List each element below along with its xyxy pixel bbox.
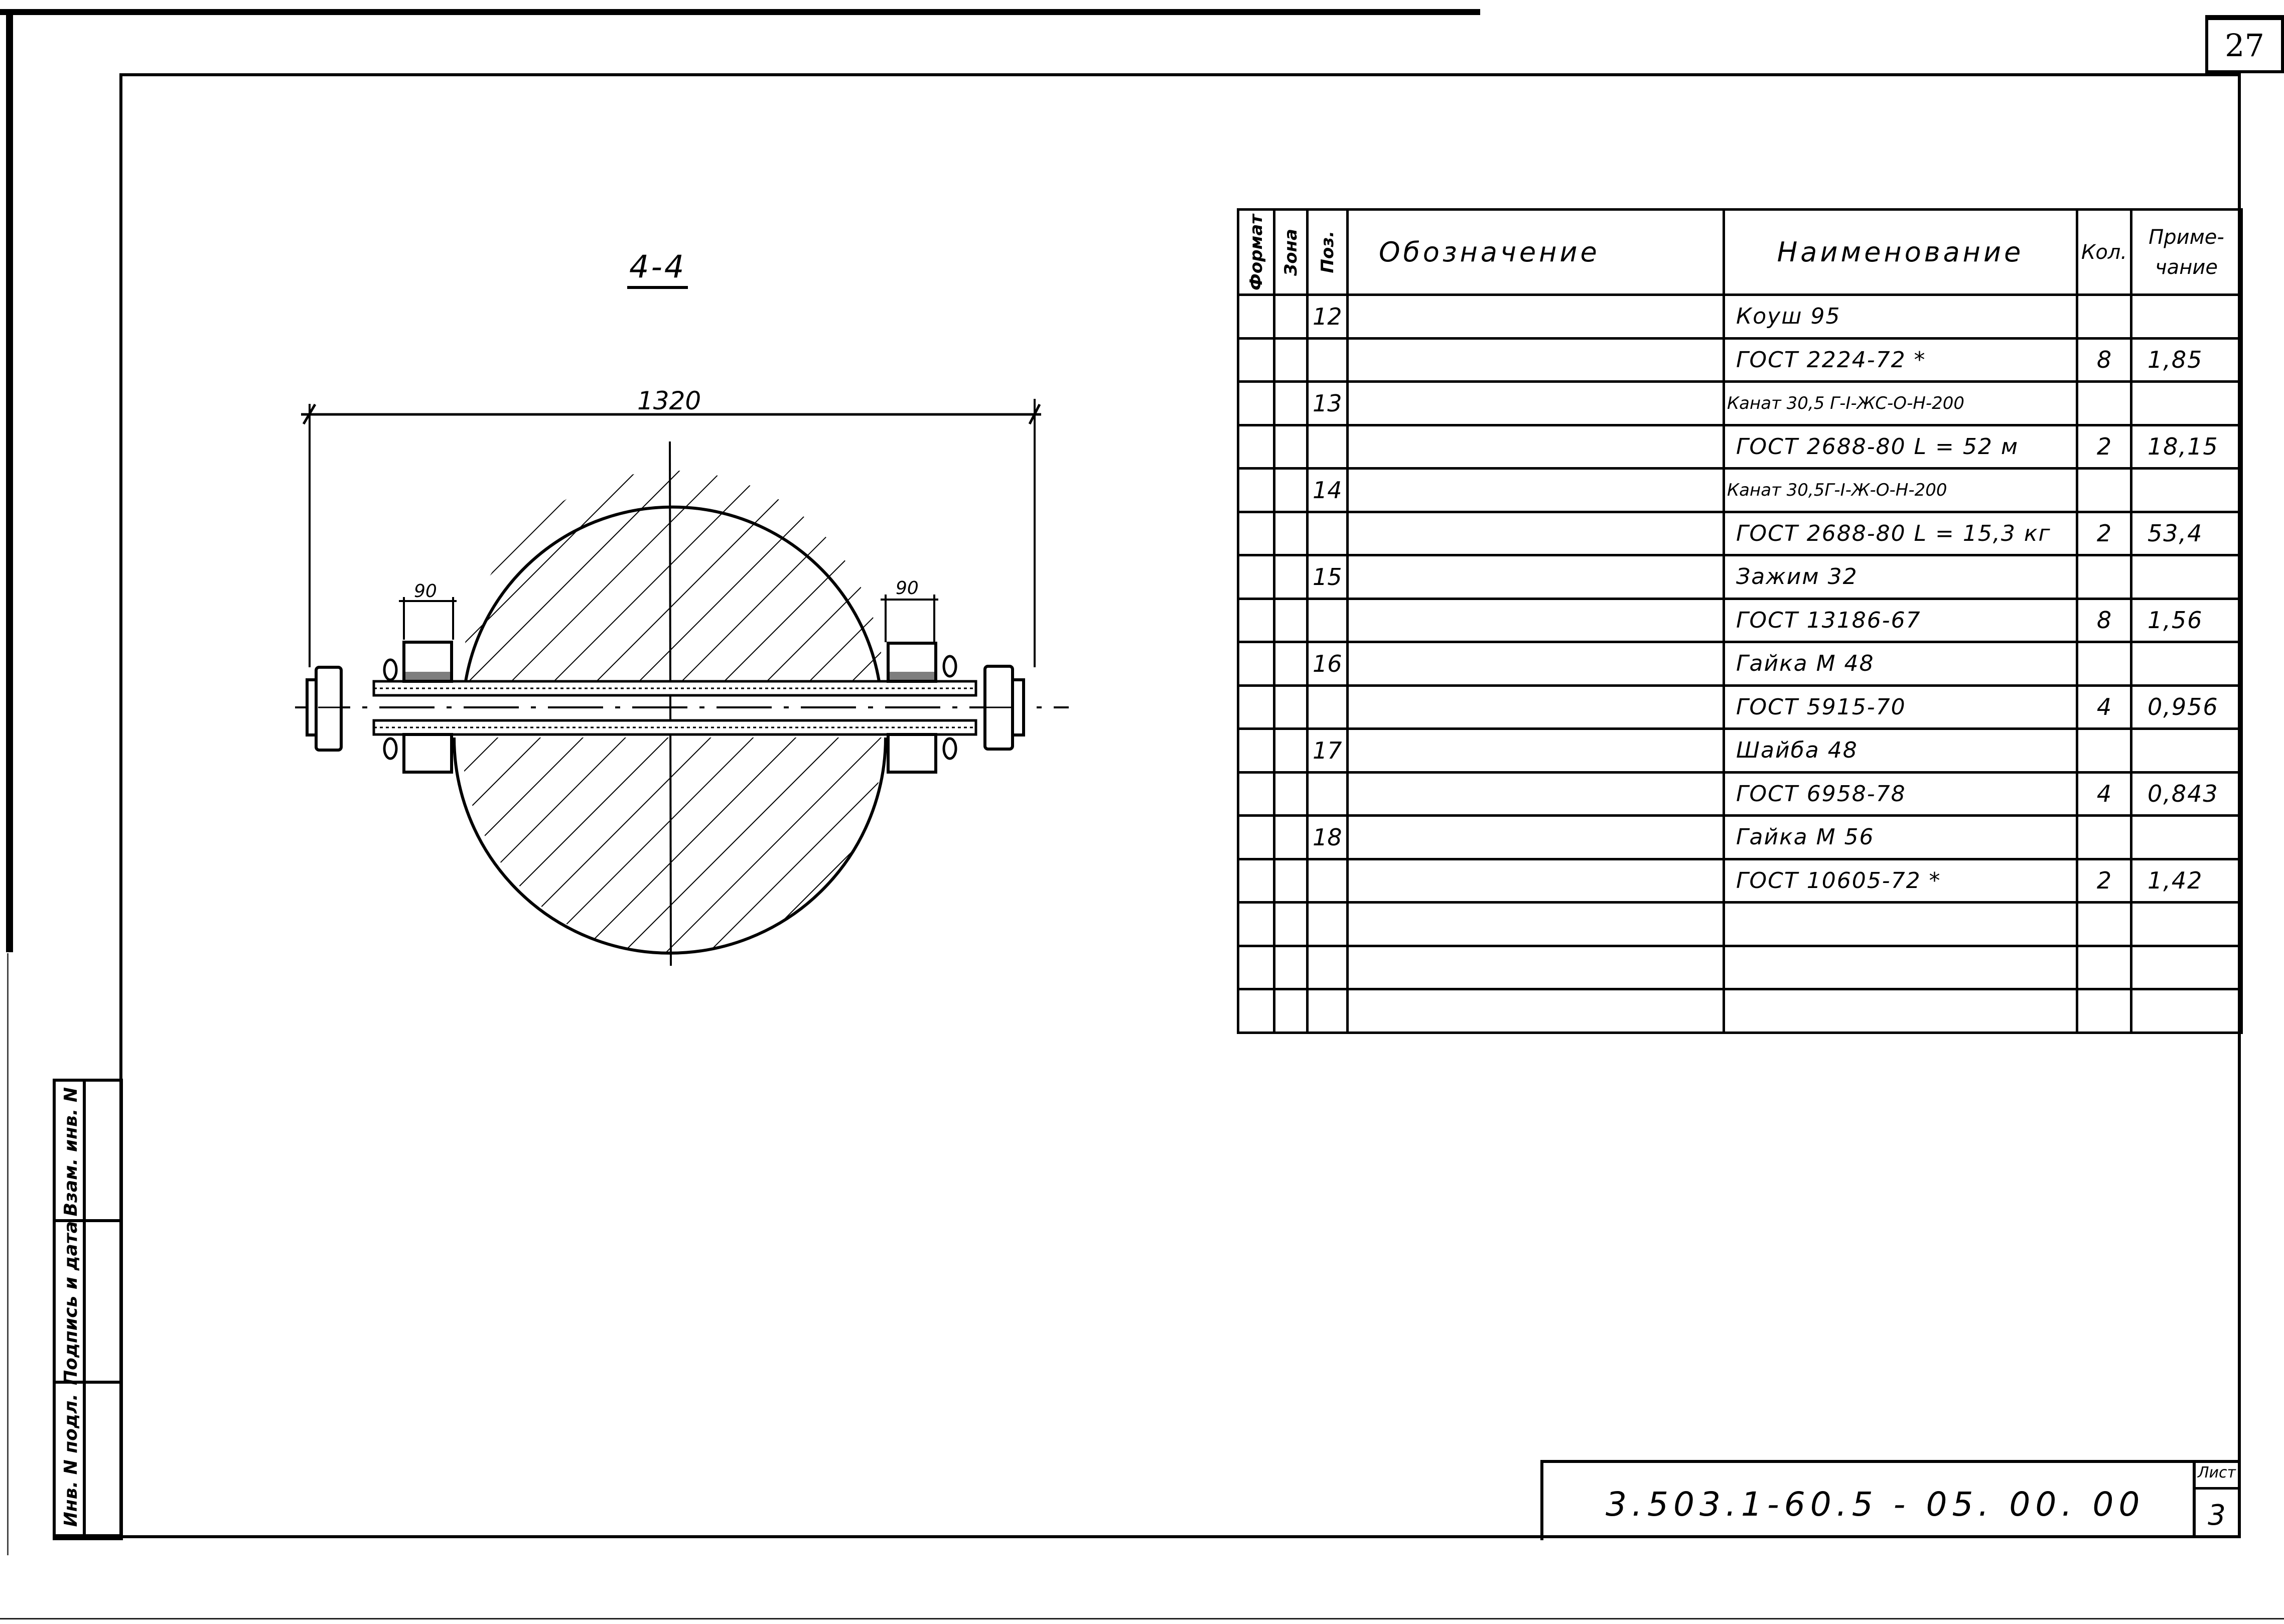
anchor-bolt (372, 680, 977, 736)
stamp-cell-replacement (56, 1082, 120, 1222)
dimension-90-left (399, 597, 457, 640)
header-name: Наименование (1723, 208, 2078, 296)
stamp-label-replacement-inv: Взам. инв. N (60, 1087, 81, 1217)
header-note: Приме- чание (2130, 208, 2243, 296)
table-row-empty (1237, 944, 2243, 990)
stamp-label-signature-date: Подпись и дата (60, 1221, 81, 1385)
page-edge-top (0, 9, 1480, 15)
right-washer-bottom (942, 737, 957, 760)
left-nut (306, 666, 343, 752)
header-qty: Кол. (2076, 208, 2132, 296)
left-washer-bottom (383, 737, 398, 760)
dimension-90-right (881, 595, 938, 642)
dimension-label-left-90: 90 (414, 581, 437, 602)
stamp-cell-signature (56, 1222, 120, 1384)
header-pos: Поз. (1306, 208, 1349, 296)
sheet-label: Лист (2194, 1464, 2240, 1490)
right-washer-top (942, 655, 957, 678)
specification-table: Формат Зона Поз. Обозначение Наименовани… (1237, 208, 2243, 1034)
section-title: 4-4 (627, 248, 688, 289)
right-nut (983, 665, 1025, 751)
title-block (1540, 1460, 2241, 1540)
page-edge-left-thin (7, 953, 9, 1555)
header-zone: Зона (1273, 208, 1309, 296)
sheet-box (2193, 1460, 2241, 1538)
left-plate (402, 641, 453, 774)
dimension-label-right-90: 90 (896, 578, 919, 599)
dimension-1320 (301, 399, 1041, 667)
sheet-number: 3 (2208, 1499, 2226, 1532)
stamp-label-original-inv: Инв. N подл. (60, 1394, 81, 1527)
page-number: 27 (2225, 27, 2264, 64)
right-plate (887, 642, 937, 774)
page-number-box: 27 (2205, 15, 2284, 73)
table-header-row: Формат Зона Поз. Обозначение Наименовани… (1237, 208, 2243, 296)
left-washer-top (383, 658, 398, 681)
document-code: 3.503.1-60.5 - 05. 00. 00 (1606, 1485, 2145, 1524)
page-edge-bottom (0, 1618, 2284, 1619)
header-designation: Обозначение (1346, 208, 1725, 296)
stamp-cell-original (56, 1384, 120, 1537)
header-format: Формат (1237, 208, 1275, 296)
table-row-empty (1237, 988, 2243, 1034)
dimension-label-1320: 1320 (637, 386, 701, 415)
side-approval-stamp: Взам. инв. N Подпись и дата Инв. N подл. (53, 1079, 123, 1540)
vertical-centerline (669, 441, 672, 966)
table-row-empty (1237, 901, 2243, 947)
page-edge-left (6, 9, 13, 952)
